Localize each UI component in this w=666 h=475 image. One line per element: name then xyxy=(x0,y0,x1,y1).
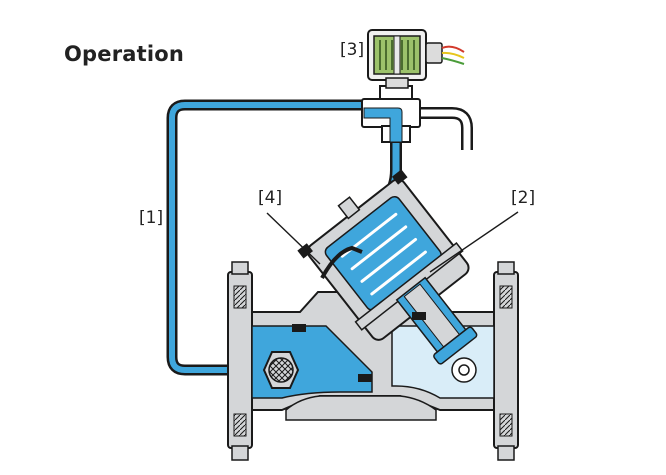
left-flange xyxy=(227,261,253,461)
outlet-port xyxy=(451,357,477,383)
callout-solenoid: [3] xyxy=(340,40,365,60)
strainer xyxy=(262,351,300,389)
solenoid xyxy=(367,29,465,89)
diaphragm xyxy=(320,245,363,279)
page-title: Operation xyxy=(64,42,185,66)
vent-tube xyxy=(418,107,473,150)
leader-lines xyxy=(266,211,519,273)
seat-seals xyxy=(292,312,426,382)
bonnet xyxy=(297,169,478,365)
callout-control-chamber: [2] xyxy=(511,188,536,208)
callout-control-tube: [1] xyxy=(139,208,164,228)
right-flange xyxy=(493,261,519,461)
three-way-tee xyxy=(361,85,421,143)
callout-diaphragm: [4] xyxy=(258,188,283,208)
control-tube xyxy=(166,99,364,376)
